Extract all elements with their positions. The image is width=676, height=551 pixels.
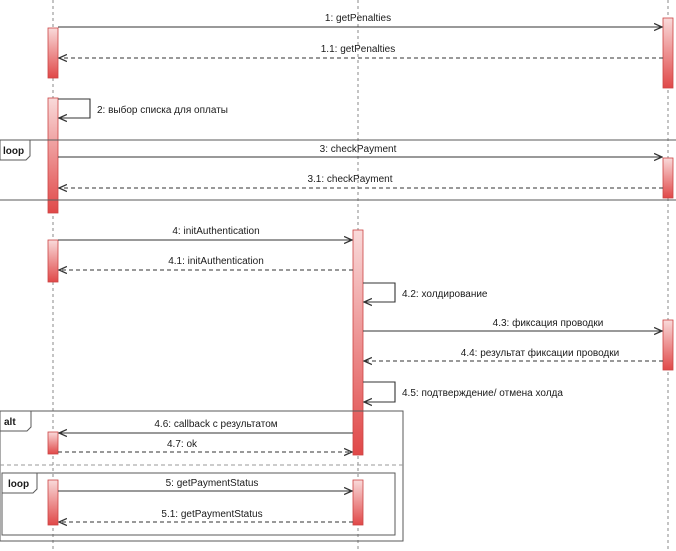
message-arrow-4-2	[363, 282, 396, 302]
activation-left-1	[47, 27, 59, 79]
message-label-4-4: 4.4: результат фиксации проводки	[461, 347, 619, 359]
message-label-4: 4: initAuthentication	[172, 226, 259, 237]
activation-right-3	[662, 319, 674, 371]
message-arrow-2	[58, 98, 91, 118]
activation-left-3	[47, 239, 59, 283]
activation-middle-2	[352, 479, 364, 526]
message-label-3-1: 3.1: checkPayment	[307, 174, 392, 185]
alt-frame	[0, 410, 404, 542]
message-label-4-2: 4.2: холдирование	[402, 289, 488, 300]
loop-top-tag-box	[0, 140, 31, 161]
message-label-5: 5: getPaymentStatus	[166, 478, 259, 489]
alt-tag-box	[0, 411, 32, 432]
activation-left-4	[47, 431, 59, 455]
loop-bottom-tag: loop	[8, 479, 29, 490]
message-label-4-3: 4.3: фиксация проводки	[493, 317, 604, 329]
activation-right-2	[662, 157, 674, 199]
message-label-4-1: 4.1: initAuthentication	[168, 256, 264, 267]
message-label-5-1: 5.1: getPaymentStatus	[161, 509, 262, 520]
loop-top-tag: loop	[3, 146, 24, 157]
message-label-3: 3: checkPayment	[320, 144, 397, 155]
loop-bottom-tag-box	[1, 473, 38, 494]
message-arrow-4-5	[363, 381, 396, 402]
activation-left-2	[47, 97, 59, 214]
loop-bottom-frame	[1, 472, 396, 536]
message-label-4-6: 4.6: callback с результатом	[154, 419, 277, 430]
message-label-4-5: 4.5: подтверждение/ отмена холда	[402, 388, 563, 399]
activation-right-1	[662, 17, 674, 89]
message-label-2: 2: выбор списка для оплаты	[97, 104, 228, 116]
message-label-1: 1: getPenalties	[325, 13, 391, 24]
message-label-1-1: 1.1: getPenalties	[321, 44, 396, 55]
message-label-4-7: 4.7: ok	[167, 439, 198, 450]
activation-middle-1	[352, 229, 364, 456]
alt-tag: alt	[4, 417, 16, 428]
activation-left-5	[47, 479, 59, 526]
